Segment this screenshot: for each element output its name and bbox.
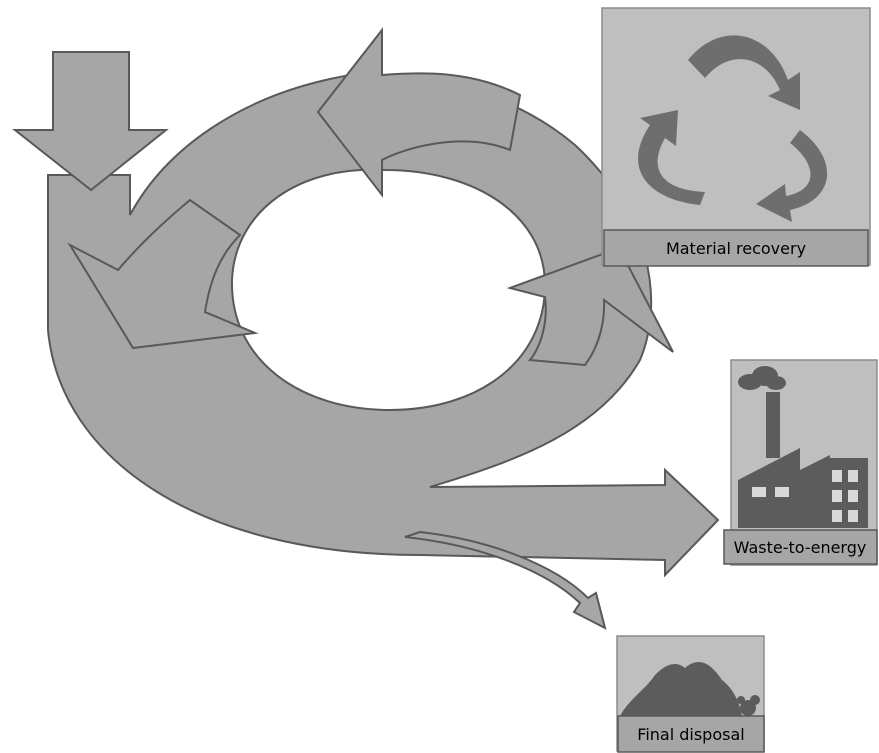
input-arrow [12, 51, 169, 192]
material-recovery-label: Material recovery [666, 239, 806, 258]
disposal-branch-arrow [404, 530, 607, 630]
final-disposal-panel: Final disposal [616, 635, 765, 753]
waste-to-energy-label: Waste-to-energy [734, 538, 867, 557]
material-recovery-panel: Material recovery [601, 7, 871, 267]
landfill-icon [620, 661, 760, 716]
cycle-arrowhead-right [506, 246, 674, 367]
waste-to-energy-label-box [723, 529, 878, 565]
cycle-arrowhead-top [316, 27, 522, 198]
recycle-icon [638, 35, 828, 222]
factory-icon [738, 366, 868, 528]
final-disposal-label: Final disposal [637, 725, 744, 744]
flow-loop-body [47, 73, 720, 578]
cycle-arrowhead-left [67, 198, 259, 350]
waste-to-energy-panel: Waste-to-energy [723, 359, 878, 566]
final-disposal-label-box [617, 715, 765, 753]
material-recovery-label-box [603, 229, 869, 267]
